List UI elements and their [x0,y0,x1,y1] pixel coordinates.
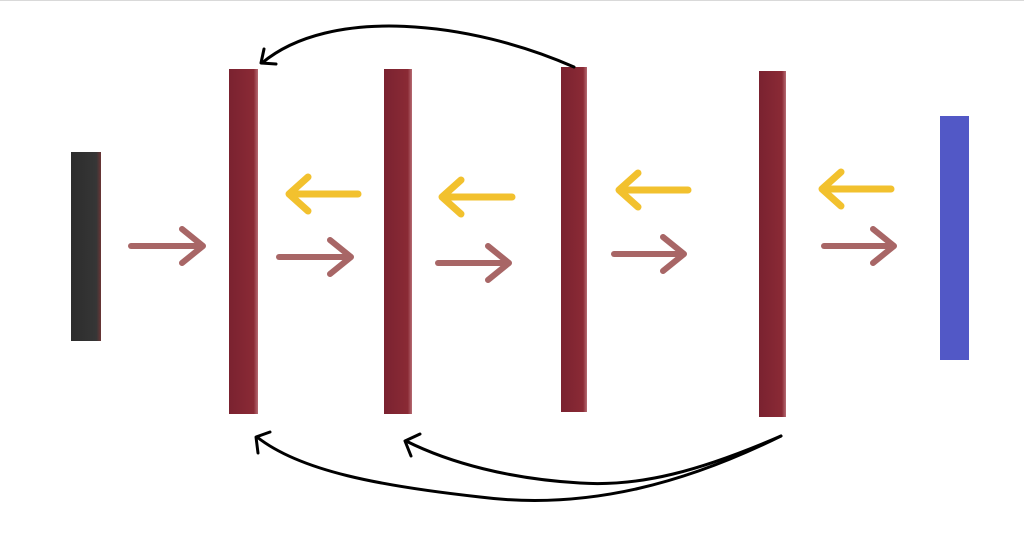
curved-arrow-icon [259,24,576,69]
left-arrow-icon [818,168,895,210]
hidden-layer-4 [759,71,786,417]
right-arrow-icon [276,237,354,277]
output-block [940,116,969,360]
hidden-layer-1 [229,69,258,414]
hidden-layer-3 [561,67,587,412]
right-arrow-icon [611,234,687,274]
curved-arrow-icon [254,430,783,502]
left-arrow-icon [615,169,692,211]
right-arrow-icon [435,243,512,283]
left-arrow-icon [285,173,362,215]
right-arrow-icon [128,226,206,266]
left-arrow-icon [438,176,516,218]
right-arrow-icon [821,226,897,266]
curved-arrow-icon [403,432,783,486]
input-block [71,152,101,341]
hidden-layer-2 [384,69,412,414]
